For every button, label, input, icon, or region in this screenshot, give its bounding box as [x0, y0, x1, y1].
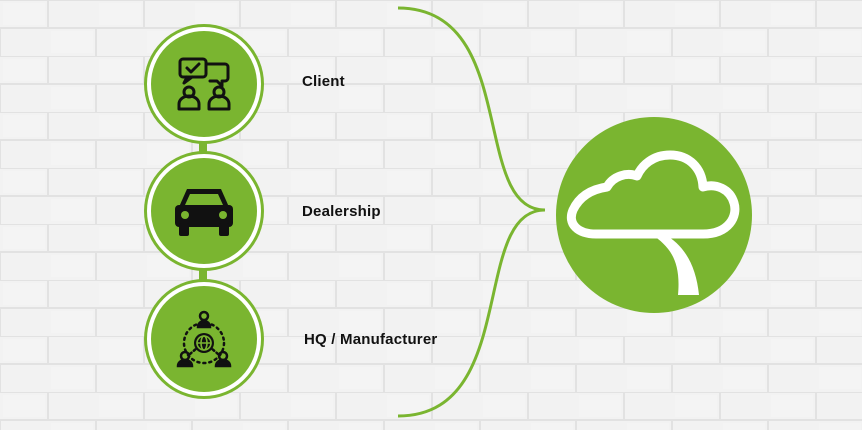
globe-network-icon — [176, 310, 232, 368]
node-connector — [199, 138, 207, 156]
car-icon — [175, 189, 233, 236]
dealership-node — [147, 154, 261, 268]
node-connector — [199, 265, 207, 284]
chat-people-icon — [177, 57, 231, 111]
hq-manufacturer-label: HQ / Manufacturer — [304, 331, 438, 348]
client-node — [147, 27, 261, 141]
hq-manufacturer-node — [147, 282, 261, 396]
tree-cloud-icon — [567, 150, 740, 295]
client-label: Client — [302, 73, 345, 90]
dealership-label: Dealership — [302, 203, 381, 220]
cloud-tree-badge — [556, 117, 752, 313]
